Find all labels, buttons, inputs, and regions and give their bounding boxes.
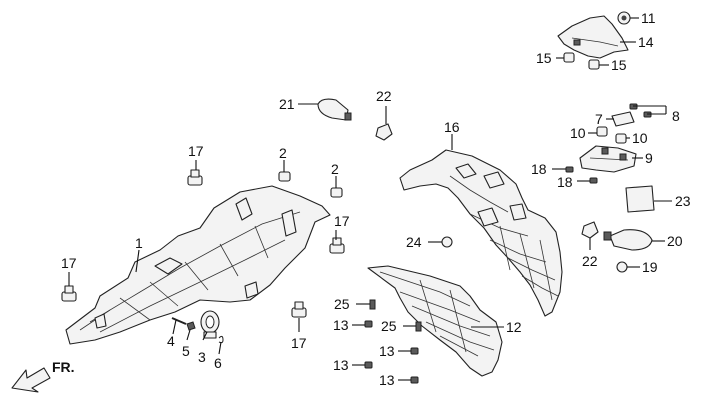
screw-25-b xyxy=(415,321,422,332)
callout-1: 1 xyxy=(135,235,143,251)
callout-13-a: 13 xyxy=(333,317,349,333)
front-direction-arrow-icon xyxy=(11,367,51,393)
bolt-17-d xyxy=(291,301,307,318)
clip-2-a xyxy=(278,171,291,182)
callout-14: 14 xyxy=(638,34,654,50)
callout-17-d: 17 xyxy=(291,335,307,351)
clamp-3 xyxy=(200,310,220,339)
callout-12: 12 xyxy=(506,319,522,335)
callout-2-b: 2 xyxy=(331,161,339,177)
part-inner-fender-tray xyxy=(65,185,331,345)
callout-13-d: 13 xyxy=(379,372,395,388)
nut-5 xyxy=(186,321,196,331)
leader-lines xyxy=(68,17,672,381)
grommet-15-a xyxy=(563,52,575,63)
callout-13-c: 13 xyxy=(333,357,349,373)
bracket-7 xyxy=(611,111,635,127)
callout-15-a: 15 xyxy=(536,50,552,66)
nut-24 xyxy=(441,236,453,248)
callout-6: 6 xyxy=(214,355,222,371)
callout-17-a: 17 xyxy=(188,143,204,159)
front-direction-indicator: FR. xyxy=(11,359,75,393)
reflector-plate-23 xyxy=(625,185,655,213)
grommet-15-b xyxy=(588,59,600,70)
plate-bracket-9 xyxy=(579,145,637,173)
screw-19 xyxy=(616,261,628,273)
grommet-10-b xyxy=(615,133,627,144)
callout-22-a: 22 xyxy=(376,88,392,104)
screw-13-c xyxy=(364,361,373,369)
bolt-17-b xyxy=(329,237,345,254)
turn-signal-21 xyxy=(317,98,352,121)
callout-labels: 1 2 2 3 4 5 6 7 8 9 10 10 11 12 13 13 13… xyxy=(61,10,691,388)
callout-19: 19 xyxy=(642,259,658,275)
part-splash-guard xyxy=(367,265,503,377)
callout-21: 21 xyxy=(279,96,295,112)
cap-11 xyxy=(617,11,631,25)
callout-3: 3 xyxy=(198,349,206,365)
callout-11: 11 xyxy=(641,10,656,26)
callout-10-a: 10 xyxy=(570,125,586,141)
bolt-17-c xyxy=(61,285,77,302)
callout-22-b: 22 xyxy=(582,253,598,269)
callout-4: 4 xyxy=(167,333,175,349)
grommet-10-a xyxy=(596,126,608,137)
callout-8: 8 xyxy=(672,108,680,124)
front-direction-label: FR. xyxy=(52,359,75,375)
rod-4 xyxy=(171,317,187,325)
callout-10-b: 10 xyxy=(632,130,648,146)
callout-23: 23 xyxy=(675,193,691,209)
callout-2-a: 2 xyxy=(279,145,287,161)
screw-18-b xyxy=(589,177,598,184)
callout-25-b: 25 xyxy=(381,318,397,334)
callout-20: 20 xyxy=(667,233,683,249)
callout-15-b: 15 xyxy=(611,57,627,73)
callout-18-a: 18 xyxy=(531,161,547,177)
part-rear-fender xyxy=(399,149,563,317)
nut-22-b xyxy=(581,221,599,239)
clip-2-b xyxy=(330,187,343,198)
callout-17-c: 17 xyxy=(61,255,77,271)
bolt-17-a xyxy=(187,169,203,186)
taillight-cover-14 xyxy=(557,15,629,59)
screw-13-a xyxy=(364,320,373,328)
callout-13-b: 13 xyxy=(379,343,395,359)
screw-18-a xyxy=(565,166,574,173)
callout-24: 24 xyxy=(406,234,422,250)
callout-16: 16 xyxy=(444,119,460,135)
callout-18-b: 18 xyxy=(557,174,573,190)
callout-5: 5 xyxy=(182,343,190,359)
callout-17-b: 17 xyxy=(334,213,350,229)
turn-signal-20 xyxy=(603,229,653,251)
screw-25-a xyxy=(369,299,376,310)
screw-13-d xyxy=(410,376,419,384)
callout-7: 7 xyxy=(595,111,603,127)
pin-6 xyxy=(218,335,224,344)
screw-13-b xyxy=(410,347,419,355)
callout-25-a: 25 xyxy=(334,296,350,312)
callout-9: 9 xyxy=(645,150,653,166)
nut-22-a xyxy=(375,123,393,141)
